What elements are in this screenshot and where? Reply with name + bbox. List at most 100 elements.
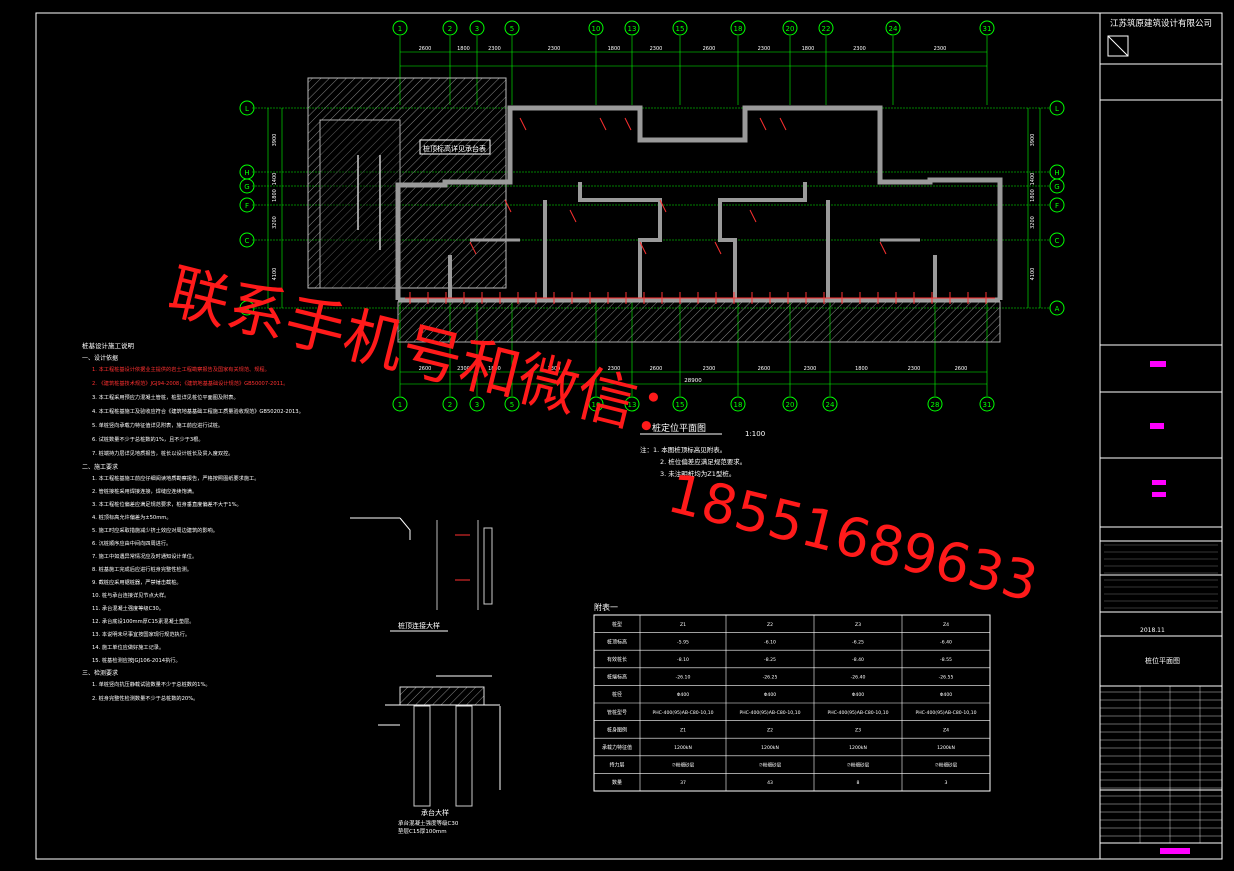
notes-line: 6. 沉桩顺序应由中间向四周进行。 bbox=[92, 539, 171, 547]
dim-top: 2300 bbox=[758, 46, 771, 52]
stamp-magenta-3 bbox=[1152, 480, 1166, 485]
pile-table-cell: 1200kN bbox=[761, 745, 779, 751]
dim-top: 1800 bbox=[608, 46, 621, 52]
pile-marker bbox=[569, 209, 577, 223]
pile-marker bbox=[519, 117, 527, 131]
axis-label-row: H bbox=[1054, 169, 1059, 177]
detail2-pile-left bbox=[413, 705, 431, 807]
axis-bubble-bottom bbox=[504, 396, 520, 412]
pile-table-cell: 承载力特征值 bbox=[602, 744, 632, 751]
plan-note-3: 3. 未注明桩均为Z1型桩。 bbox=[660, 469, 735, 478]
notes-section-title: 一、设计依据 bbox=[82, 354, 118, 362]
pile-table-cell: 桩端标高 bbox=[607, 674, 627, 681]
dim-top: 2300 bbox=[650, 46, 663, 52]
axis-bubble-top bbox=[885, 20, 901, 36]
axis-label-bottom: 15 bbox=[676, 401, 685, 409]
notes-line: 10. 桩与承台连接详见节点大样。 bbox=[92, 591, 169, 599]
notes-line: 14. 施工单位应做好施工记录。 bbox=[92, 643, 164, 651]
notes-section-title: 二、施工要求 bbox=[82, 463, 118, 471]
dim-top: 2300 bbox=[934, 46, 947, 52]
axis-label-top: 31 bbox=[983, 25, 992, 33]
inner-wall-right-unit bbox=[718, 182, 807, 300]
axis-bubble-row bbox=[1049, 232, 1065, 248]
dim-bottom: 2600 bbox=[758, 366, 771, 372]
pile-marker bbox=[714, 241, 722, 255]
pile-marker bbox=[469, 241, 477, 255]
pile-marker bbox=[659, 199, 667, 213]
plan-title: 桩定位平面图 bbox=[652, 422, 706, 434]
title-block-rows bbox=[1100, 544, 1222, 843]
axis-bubble-top bbox=[782, 20, 798, 36]
stamp-magenta-1 bbox=[1150, 361, 1166, 367]
plan-note-1: 注：1. 本图桩顶标高见附表。 bbox=[640, 445, 726, 454]
pile-markers bbox=[409, 117, 987, 304]
title-block-frame bbox=[1099, 12, 1223, 860]
dim-left: 3900 bbox=[272, 134, 278, 147]
pile-marker bbox=[639, 241, 647, 255]
notes-section-title: 三、检测要求 bbox=[82, 669, 118, 677]
dim-right: 4100 bbox=[1030, 268, 1036, 281]
company-logo-mark bbox=[1107, 35, 1129, 57]
axis-bubble-top bbox=[672, 20, 688, 36]
company-logo bbox=[1107, 35, 1129, 57]
detail-pile-top bbox=[350, 517, 493, 610]
pile-table-cell: Φ400 bbox=[940, 692, 952, 698]
axis-label-bottom: 31 bbox=[983, 401, 992, 409]
pile-table-cell: 持力层 bbox=[609, 762, 624, 769]
pile-table-cell: -26.10 bbox=[676, 675, 691, 681]
axis-bubble-top bbox=[392, 20, 408, 36]
pile-table-header: Z1 bbox=[680, 622, 686, 628]
notes-line: 12. 承台底设100mm厚C15素混凝土垫层。 bbox=[92, 617, 194, 625]
pile-table-cell: 1200kN bbox=[937, 745, 955, 751]
dim-bottom: 2300 bbox=[908, 366, 921, 372]
axis-bubble-row bbox=[239, 300, 255, 316]
pile-marker bbox=[624, 117, 632, 131]
pile-table-cell: -6.40 bbox=[940, 639, 952, 645]
company-name: 江苏筑原建筑设计有限公司 bbox=[1110, 18, 1212, 29]
title-block-date: 2018.11 bbox=[1140, 627, 1165, 634]
pile-table-cell: -8.10 bbox=[677, 657, 689, 663]
pile-table-header: Z4 bbox=[943, 622, 949, 628]
axis-label-row: A bbox=[1055, 305, 1060, 313]
pile-marker bbox=[504, 199, 512, 213]
axis-label-row: G bbox=[1054, 183, 1059, 191]
title-block: 江苏筑原建筑设计有限公司 桩位平面图 2018.11 bbox=[1100, 18, 1222, 854]
pile-table-cell: -5.95 bbox=[677, 639, 689, 645]
axis-bubble-bottom bbox=[927, 396, 943, 412]
axis-label-top: 5 bbox=[510, 25, 514, 33]
pile-table-cell: -8.40 bbox=[852, 657, 864, 663]
axis-label-row: G bbox=[244, 183, 249, 191]
axis-bubble-bottom bbox=[822, 396, 838, 412]
notes-line: 5. 单桩竖向承载力特征值详见附表，施工前应进行试桩。 bbox=[92, 421, 223, 429]
pile-table-cell: PHC-400(95)AB-C80-10,10 bbox=[827, 710, 888, 716]
pile-table-cell: 管桩型号 bbox=[607, 709, 627, 716]
detail1-section bbox=[483, 527, 493, 605]
pile-table-header: Z3 bbox=[855, 622, 861, 628]
dim-left: 1400 bbox=[272, 173, 278, 186]
dim-top: 2300 bbox=[548, 46, 561, 52]
pile-table-cell: ⑦粉细砂层 bbox=[847, 762, 870, 769]
building-walls bbox=[395, 105, 1003, 303]
axis-bubble-bottom bbox=[469, 396, 485, 412]
overall-dim: 28900 bbox=[684, 378, 702, 384]
notes-line: 15. 桩基检测应按JGJ106-2014执行。 bbox=[92, 656, 181, 664]
pile-table-cell: 桩身图例 bbox=[607, 726, 627, 733]
dim-bottom: 1800 bbox=[855, 366, 868, 372]
dim-top: 1800 bbox=[457, 46, 470, 52]
dim-bottom: 2600 bbox=[650, 366, 663, 372]
dim-top: 2600 bbox=[419, 46, 432, 52]
notes-line: 4. 本工程桩基施工及验收应符合《建筑地基基础工程施工质量验收规范》GB5020… bbox=[92, 407, 304, 415]
notes-line: 9. 截桩应采用锯桩器，严禁锤击截桩。 bbox=[92, 578, 182, 586]
pile-marker bbox=[759, 117, 767, 131]
axis-bubble-bottom bbox=[672, 396, 688, 412]
dim-top: 1800 bbox=[802, 46, 815, 52]
axis-bubble-bottom bbox=[782, 396, 798, 412]
axis-bubble-top bbox=[624, 20, 640, 36]
dim-top: 2300 bbox=[488, 46, 501, 52]
detail2-title: 承台大样 bbox=[421, 808, 449, 817]
axis-bubble-top bbox=[588, 20, 604, 36]
notes-line: 6. 试桩数量不少于总桩数的1%，且不少于3根。 bbox=[92, 435, 204, 443]
pile-table-cell: 43 bbox=[767, 780, 773, 786]
